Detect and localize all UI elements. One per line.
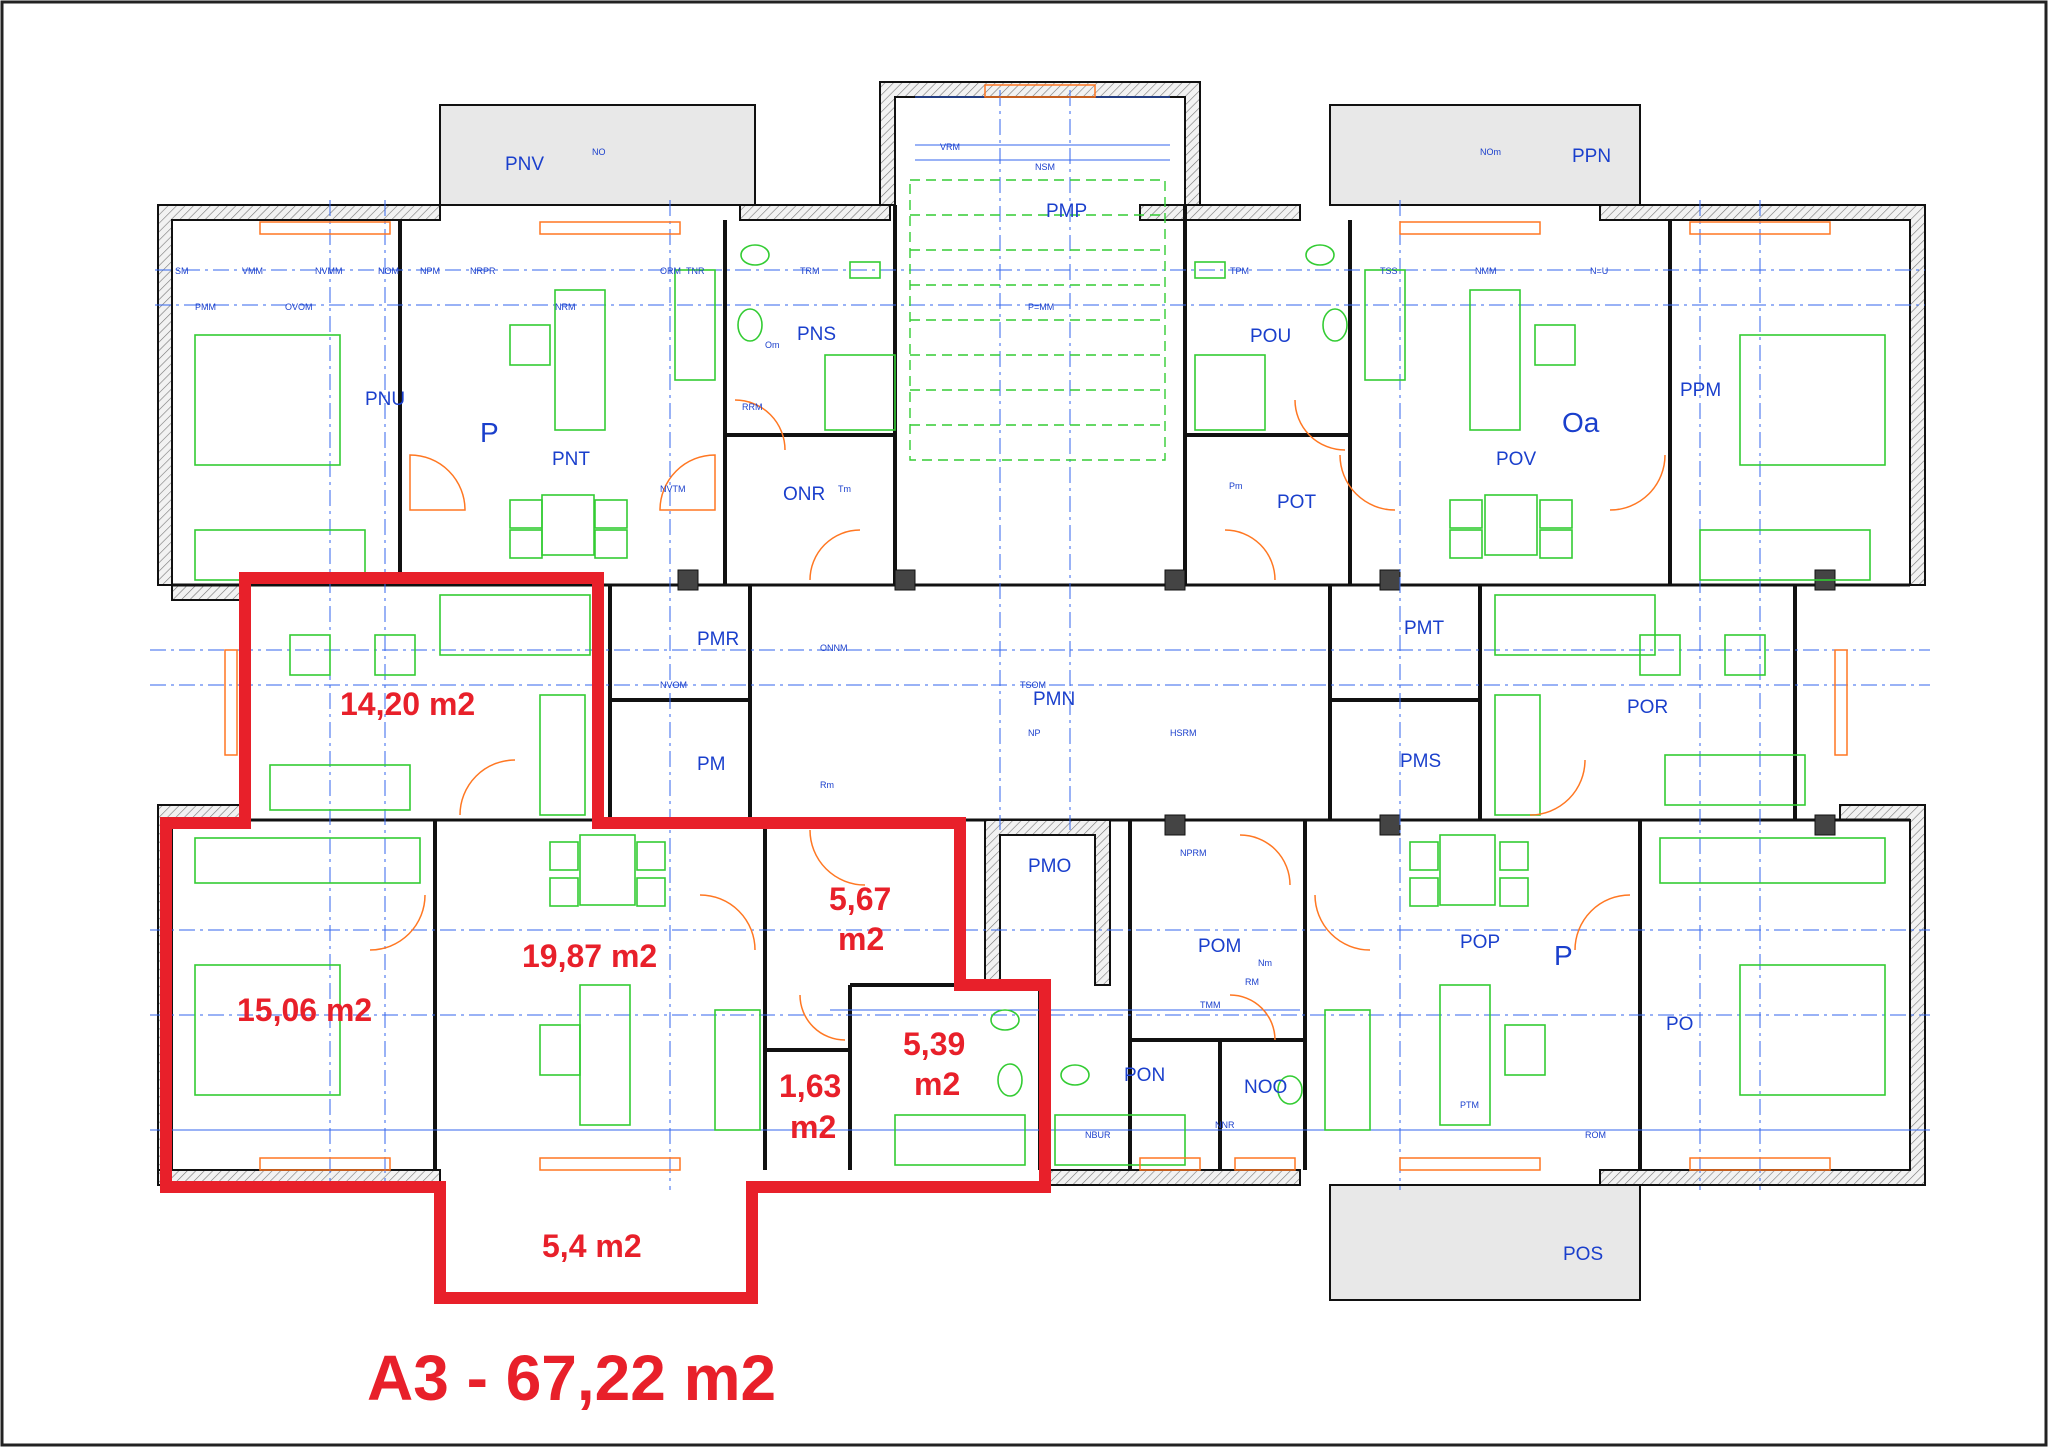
- code: NVTM: [660, 484, 686, 494]
- code: NBUR: [1085, 1130, 1111, 1140]
- code: TNR: [686, 266, 705, 276]
- room-code-pmo: PMO: [1028, 856, 1071, 877]
- code: Tm: [838, 484, 851, 494]
- apartment-total-area: A3 - 67,22 m2: [367, 1342, 776, 1414]
- dimension-lines: [150, 90, 1930, 1190]
- area-label-kitchen-living: 19,87 m2: [522, 938, 657, 974]
- room-code-noo: NOO: [1244, 1077, 1287, 1098]
- code: NMM: [1475, 266, 1497, 276]
- room-code-p-right: P: [1554, 940, 1573, 971]
- doors-windows: [224, 84, 1848, 1171]
- room-code-ppm: PPM: [1680, 380, 1721, 401]
- room-code-pou: POU: [1250, 326, 1291, 347]
- code: TRM: [800, 266, 820, 276]
- code: NVOM: [660, 680, 687, 690]
- room-code-oa: Oa: [1562, 407, 1600, 438]
- room-code-pnu: PNU: [365, 389, 405, 410]
- code: OVOM: [285, 302, 313, 312]
- code: Rm: [820, 780, 834, 790]
- room-code-pon: PON: [1124, 1065, 1165, 1086]
- code: TSS: [1380, 266, 1398, 276]
- code: TSOM: [1020, 680, 1046, 690]
- room-code-pmp: PMP: [1046, 201, 1087, 222]
- furniture: [194, 179, 1886, 1166]
- apartment-a3-outline: [160, 572, 1051, 1304]
- room-code-pnv: PNV: [505, 154, 544, 175]
- room-code-pmt: PMT: [1404, 618, 1445, 639]
- area-labels: 14,20 m2 15,06 m2 19,87 m2 5,67 m2 5,39 …: [237, 686, 965, 1264]
- area-label-bathroom-value: 5,39: [903, 1026, 965, 1062]
- code: PTM: [1460, 1100, 1479, 1110]
- room-code-pm: PM: [697, 754, 726, 775]
- room-code-pnt: PNT: [552, 449, 590, 470]
- code: Om: [765, 340, 780, 350]
- code: NOm: [1480, 147, 1501, 157]
- partitions: [398, 205, 1797, 1170]
- room-code-pms: PMS: [1400, 751, 1441, 772]
- code: PMM: [195, 302, 216, 312]
- code: P=MM: [1028, 302, 1054, 312]
- code: VMM: [242, 266, 263, 276]
- code: NSM: [1035, 162, 1055, 172]
- code: TMM: [1200, 1000, 1221, 1010]
- code: NRPR: [470, 266, 496, 276]
- code: HSRM: [1170, 728, 1197, 738]
- room-code-ppn: PPN: [1572, 146, 1611, 167]
- code: ONNM: [820, 643, 848, 653]
- room-code-pns: PNS: [797, 324, 836, 345]
- drawing-codes: SM VMM NVMM NOM NPM NRPR ORM TNR TRM NRM…: [175, 142, 1608, 1140]
- room-code-onr: ONR: [783, 484, 825, 505]
- area-label-bathroom-unit: m2: [914, 1066, 960, 1102]
- code: RRM: [742, 402, 763, 412]
- code: Pm: [1229, 481, 1243, 491]
- code: NRM: [555, 302, 576, 312]
- code: NPM: [420, 266, 440, 276]
- code: ROM: [1585, 1130, 1606, 1140]
- area-label-wc-value: 1,63: [779, 1068, 841, 1104]
- code: RM: [1245, 977, 1259, 987]
- columns: [677, 569, 1836, 836]
- room-labels: PNV PPN PMP PNU P PNT PNS ONR POU POT Oa…: [365, 146, 1721, 1265]
- room-code-pop: POP: [1460, 932, 1500, 953]
- area-label-hall-value: 5,67: [829, 881, 891, 917]
- code: SM: [175, 266, 189, 276]
- room-code-por: POR: [1627, 697, 1668, 718]
- code: TPM: [1230, 266, 1249, 276]
- room-code-po: PO: [1666, 1014, 1693, 1035]
- code: NOM: [378, 266, 399, 276]
- code: N=U: [1590, 266, 1608, 276]
- code: NPRM: [1180, 848, 1207, 858]
- room-code-pmr: PMR: [697, 629, 739, 650]
- area-label-living: 14,20 m2: [340, 686, 475, 722]
- code: Nm: [1258, 958, 1272, 968]
- room-code-pov: POV: [1496, 449, 1536, 470]
- room-code-pmn: PMN: [1033, 689, 1075, 710]
- room-code-pot: POT: [1277, 492, 1316, 513]
- area-label-bedroom: 15,06 m2: [237, 992, 372, 1028]
- room-code-pos: POS: [1563, 1244, 1603, 1265]
- code: ORM: [660, 266, 681, 276]
- code: NNR: [1215, 1120, 1235, 1130]
- room-code-pom: POM: [1198, 936, 1241, 957]
- code: NP: [1028, 728, 1041, 738]
- code: VRM: [940, 142, 960, 152]
- code: NVMM: [315, 266, 343, 276]
- area-label-hall-unit: m2: [838, 921, 884, 957]
- area-label-balcony: 5,4 m2: [542, 1228, 642, 1264]
- area-label-wc-unit: m2: [790, 1109, 836, 1145]
- room-code-p-left: P: [480, 417, 499, 448]
- code: NO: [592, 147, 606, 157]
